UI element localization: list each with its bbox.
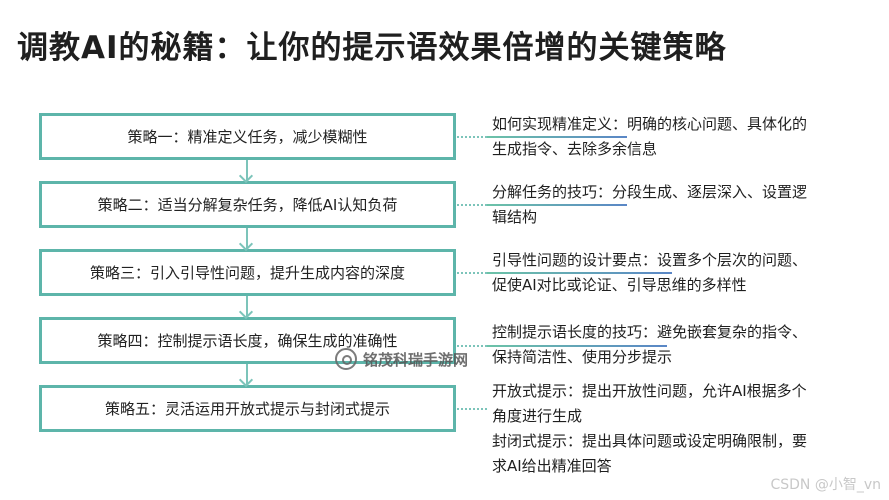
- dotted-connector: [457, 408, 487, 410]
- dotted-connector: [457, 136, 487, 138]
- strategy-box-1: 策略一：精准定义任务，减少模糊性: [39, 113, 456, 160]
- strategy-label: 策略一：精准定义任务，减少模糊性: [127, 128, 368, 146]
- arrow-down-icon: [246, 296, 248, 317]
- arrow-down-icon: [246, 160, 248, 181]
- watermark: 铭茂科瑞手游网: [335, 348, 468, 370]
- strategy-box-5: 策略五：灵活运用开放式提示与封闭式提示: [39, 385, 456, 432]
- watermark-text: 铭茂科瑞手游网: [363, 350, 469, 369]
- dotted-connector: [457, 272, 487, 274]
- strategy-label: 策略二：适当分解复杂任务，降低AI认知负荷: [97, 196, 398, 214]
- strategy-label: 策略三：引入引导性问题，提升生成内容的深度: [89, 264, 405, 282]
- arrow-down-icon: [246, 364, 248, 385]
- note-line: 开放式提示：提出开放性问题，允许AI根据多个: [492, 382, 807, 400]
- note-line: 保持简洁性、使用分步提示: [492, 348, 673, 366]
- strategy-note-1: 如何实现精准定义：明确的核心问题、具体化的 生成指令、去除多余信息: [492, 112, 862, 162]
- arrow-down-icon: [246, 228, 248, 249]
- note-line: 控制提示语长度的技巧：避免嵌套复杂的指令、: [492, 323, 808, 341]
- heading-underline: [487, 136, 627, 138]
- note-line: 促使AI对比或论证、引导思维的多样性: [492, 276, 747, 294]
- note-line: 求AI给出精准回答: [492, 457, 612, 475]
- dotted-connector: [457, 204, 487, 206]
- strategy-label: 策略五：灵活运用开放式提示与封闭式提示: [104, 400, 390, 418]
- page-title: 调教AI的秘籍：让你的提示语效果倍增的关键策略: [17, 30, 727, 66]
- note-line: 角度进行生成: [492, 407, 583, 425]
- strategy-box-2: 策略二：适当分解复杂任务，降低AI认知负荷: [39, 181, 456, 228]
- heading-underline: [487, 345, 667, 347]
- note-line: 分解任务的技巧：分段生成、逐层深入、设置逻: [492, 183, 808, 201]
- strategy-box-3: 策略三：引入引导性问题，提升生成内容的深度: [39, 249, 456, 296]
- note-line: 封闭式提示：提出具体问题或设定明确限制，要: [492, 432, 808, 450]
- heading-underline: [487, 272, 672, 274]
- strategy-note-2: 分解任务的技巧：分段生成、逐层深入、设置逻 辑结构: [492, 180, 862, 230]
- strategy-note-3: 引导性问题的设计要点：设置多个层次的问题、 促使AI对比或论证、引导思维的多样性: [492, 248, 862, 298]
- strategy-note-4: 控制提示语长度的技巧：避免嵌套复杂的指令、 保持简洁性、使用分步提示: [492, 320, 862, 370]
- watermark-logo-icon: [335, 348, 357, 370]
- dotted-connector: [457, 345, 487, 347]
- note-line: 辑结构: [492, 208, 538, 226]
- note-line: 生成指令、去除多余信息: [492, 140, 658, 158]
- credit-text: CSDN @小智_vn: [770, 477, 881, 493]
- strategy-label: 策略四：控制提示语长度，确保生成的准确性: [97, 332, 398, 350]
- note-line: 如何实现精准定义：明确的核心问题、具体化的: [492, 115, 808, 133]
- note-line: 引导性问题的设计要点：设置多个层次的问题、: [492, 251, 808, 269]
- strategy-box-4: 策略四：控制提示语长度，确保生成的准确性: [39, 317, 456, 364]
- heading-underline: [487, 204, 627, 206]
- strategy-note-5: 开放式提示：提出开放性问题，允许AI根据多个 角度进行生成 封闭式提示：提出具体…: [492, 379, 862, 479]
